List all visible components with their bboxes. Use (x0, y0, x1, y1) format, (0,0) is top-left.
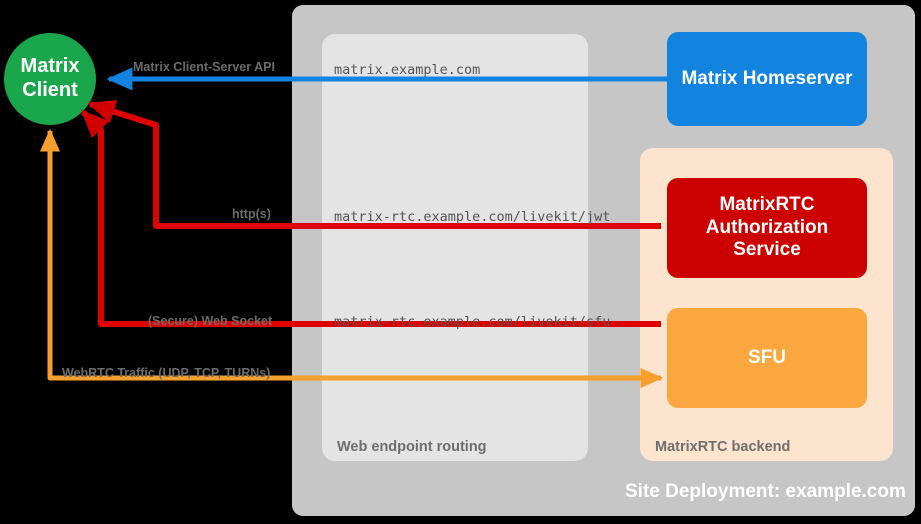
webrtc-traffic-arrow (39, 128, 664, 389)
matrix-client-circle[interactable] (4, 33, 96, 125)
http-s-label: http(s) (232, 207, 271, 221)
jwt-endpoint-text: matrix-rtc.example.com/livekit/jwt (334, 209, 611, 225)
web-endpoint-routing-panel (322, 34, 588, 461)
matrixrtc-authorization-service-box[interactable] (667, 178, 867, 278)
homeserver-endpoint-text: matrix.example.com (334, 62, 481, 78)
sfu-endpoint-text: matrix-rtc.example.com/livekit/sfu (334, 314, 611, 330)
matrixrtc-backend-caption: MatrixRTC backend (655, 439, 791, 455)
webrtc-traffic-label: WebRTC Traffic (UDP, TCP, TURNs) (62, 366, 271, 380)
secure-web-socket-label: (Secure) Web Socket (148, 314, 273, 328)
web-endpoint-routing-caption: Web endpoint routing (337, 439, 487, 455)
site-deployment-caption: Site Deployment: example.com (625, 481, 906, 502)
matrix-homeserver-box[interactable] (667, 32, 867, 126)
sfu-box[interactable] (667, 308, 867, 408)
matrix-client-server-api-label: Matrix Client-Server API (133, 60, 275, 74)
